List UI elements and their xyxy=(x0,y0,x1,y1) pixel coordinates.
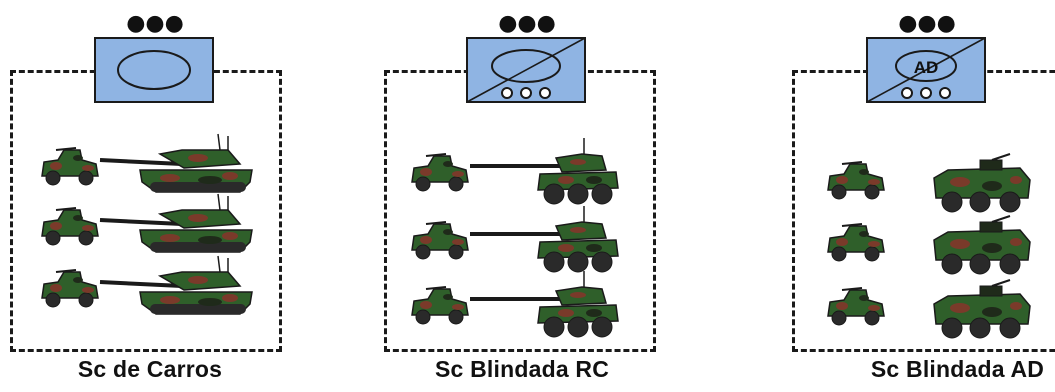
jeep-vehicle-icon xyxy=(41,207,99,246)
jeep-vehicle-icon xyxy=(827,287,885,326)
unit-symbol: ●●● AD xyxy=(866,11,986,103)
slash-line xyxy=(466,37,586,103)
jeep-vehicle-icon xyxy=(827,223,885,262)
apc-vehicle-icon xyxy=(933,153,1031,213)
unit-sc-de-carros: ●●● xyxy=(0,0,300,392)
wheel-icon xyxy=(901,87,913,99)
echelon-marker: ●●● xyxy=(898,11,956,36)
tank-vehicle-icon xyxy=(99,255,253,315)
wheel-icon xyxy=(520,87,532,99)
unit-sc-blindada-rc: ●●● xyxy=(372,0,672,392)
symbol-text: AD xyxy=(914,58,939,77)
apc-vehicle-icon xyxy=(933,215,1031,275)
unit-symbol: ●●● xyxy=(466,11,586,103)
unit-sc-blindada-ad: ●●● AD xyxy=(780,0,1055,392)
slash-line xyxy=(866,37,986,103)
unit-caption: Sc Blindada AD xyxy=(870,356,1045,382)
jeep-vehicle-icon xyxy=(827,161,885,200)
wheel-icon xyxy=(939,87,951,99)
jeep-vehicle-icon xyxy=(41,147,99,186)
wheel-icon xyxy=(501,87,513,99)
echelon-marker: ●●● xyxy=(126,11,184,36)
jeep-vehicle-icon xyxy=(41,269,99,308)
wheeled-gun-vehicle-icon xyxy=(470,206,619,273)
symbol-frame xyxy=(94,37,214,103)
unit-symbol: ●●● xyxy=(94,11,214,103)
jeep-vehicle-icon xyxy=(411,153,469,192)
armor-oval-icon xyxy=(491,49,561,83)
wheel-icon xyxy=(539,87,551,99)
wheeled-gun-vehicle-icon xyxy=(470,138,619,205)
unit-caption: Sc de Carros xyxy=(77,356,223,382)
tank-vehicle-icon xyxy=(99,193,253,253)
jeep-vehicle-icon xyxy=(411,286,469,325)
tank-vehicle-icon xyxy=(99,133,253,193)
armor-oval-icon xyxy=(895,50,957,82)
apc-vehicle-icon xyxy=(933,279,1031,339)
unit-caption: Sc Blindada RC xyxy=(434,356,610,382)
armor-oval-icon xyxy=(117,50,191,90)
wheel-icon xyxy=(920,87,932,99)
jeep-vehicle-icon xyxy=(411,221,469,260)
echelon-marker: ●●● xyxy=(498,11,556,36)
wheeled-gun-vehicle-icon xyxy=(470,271,619,338)
